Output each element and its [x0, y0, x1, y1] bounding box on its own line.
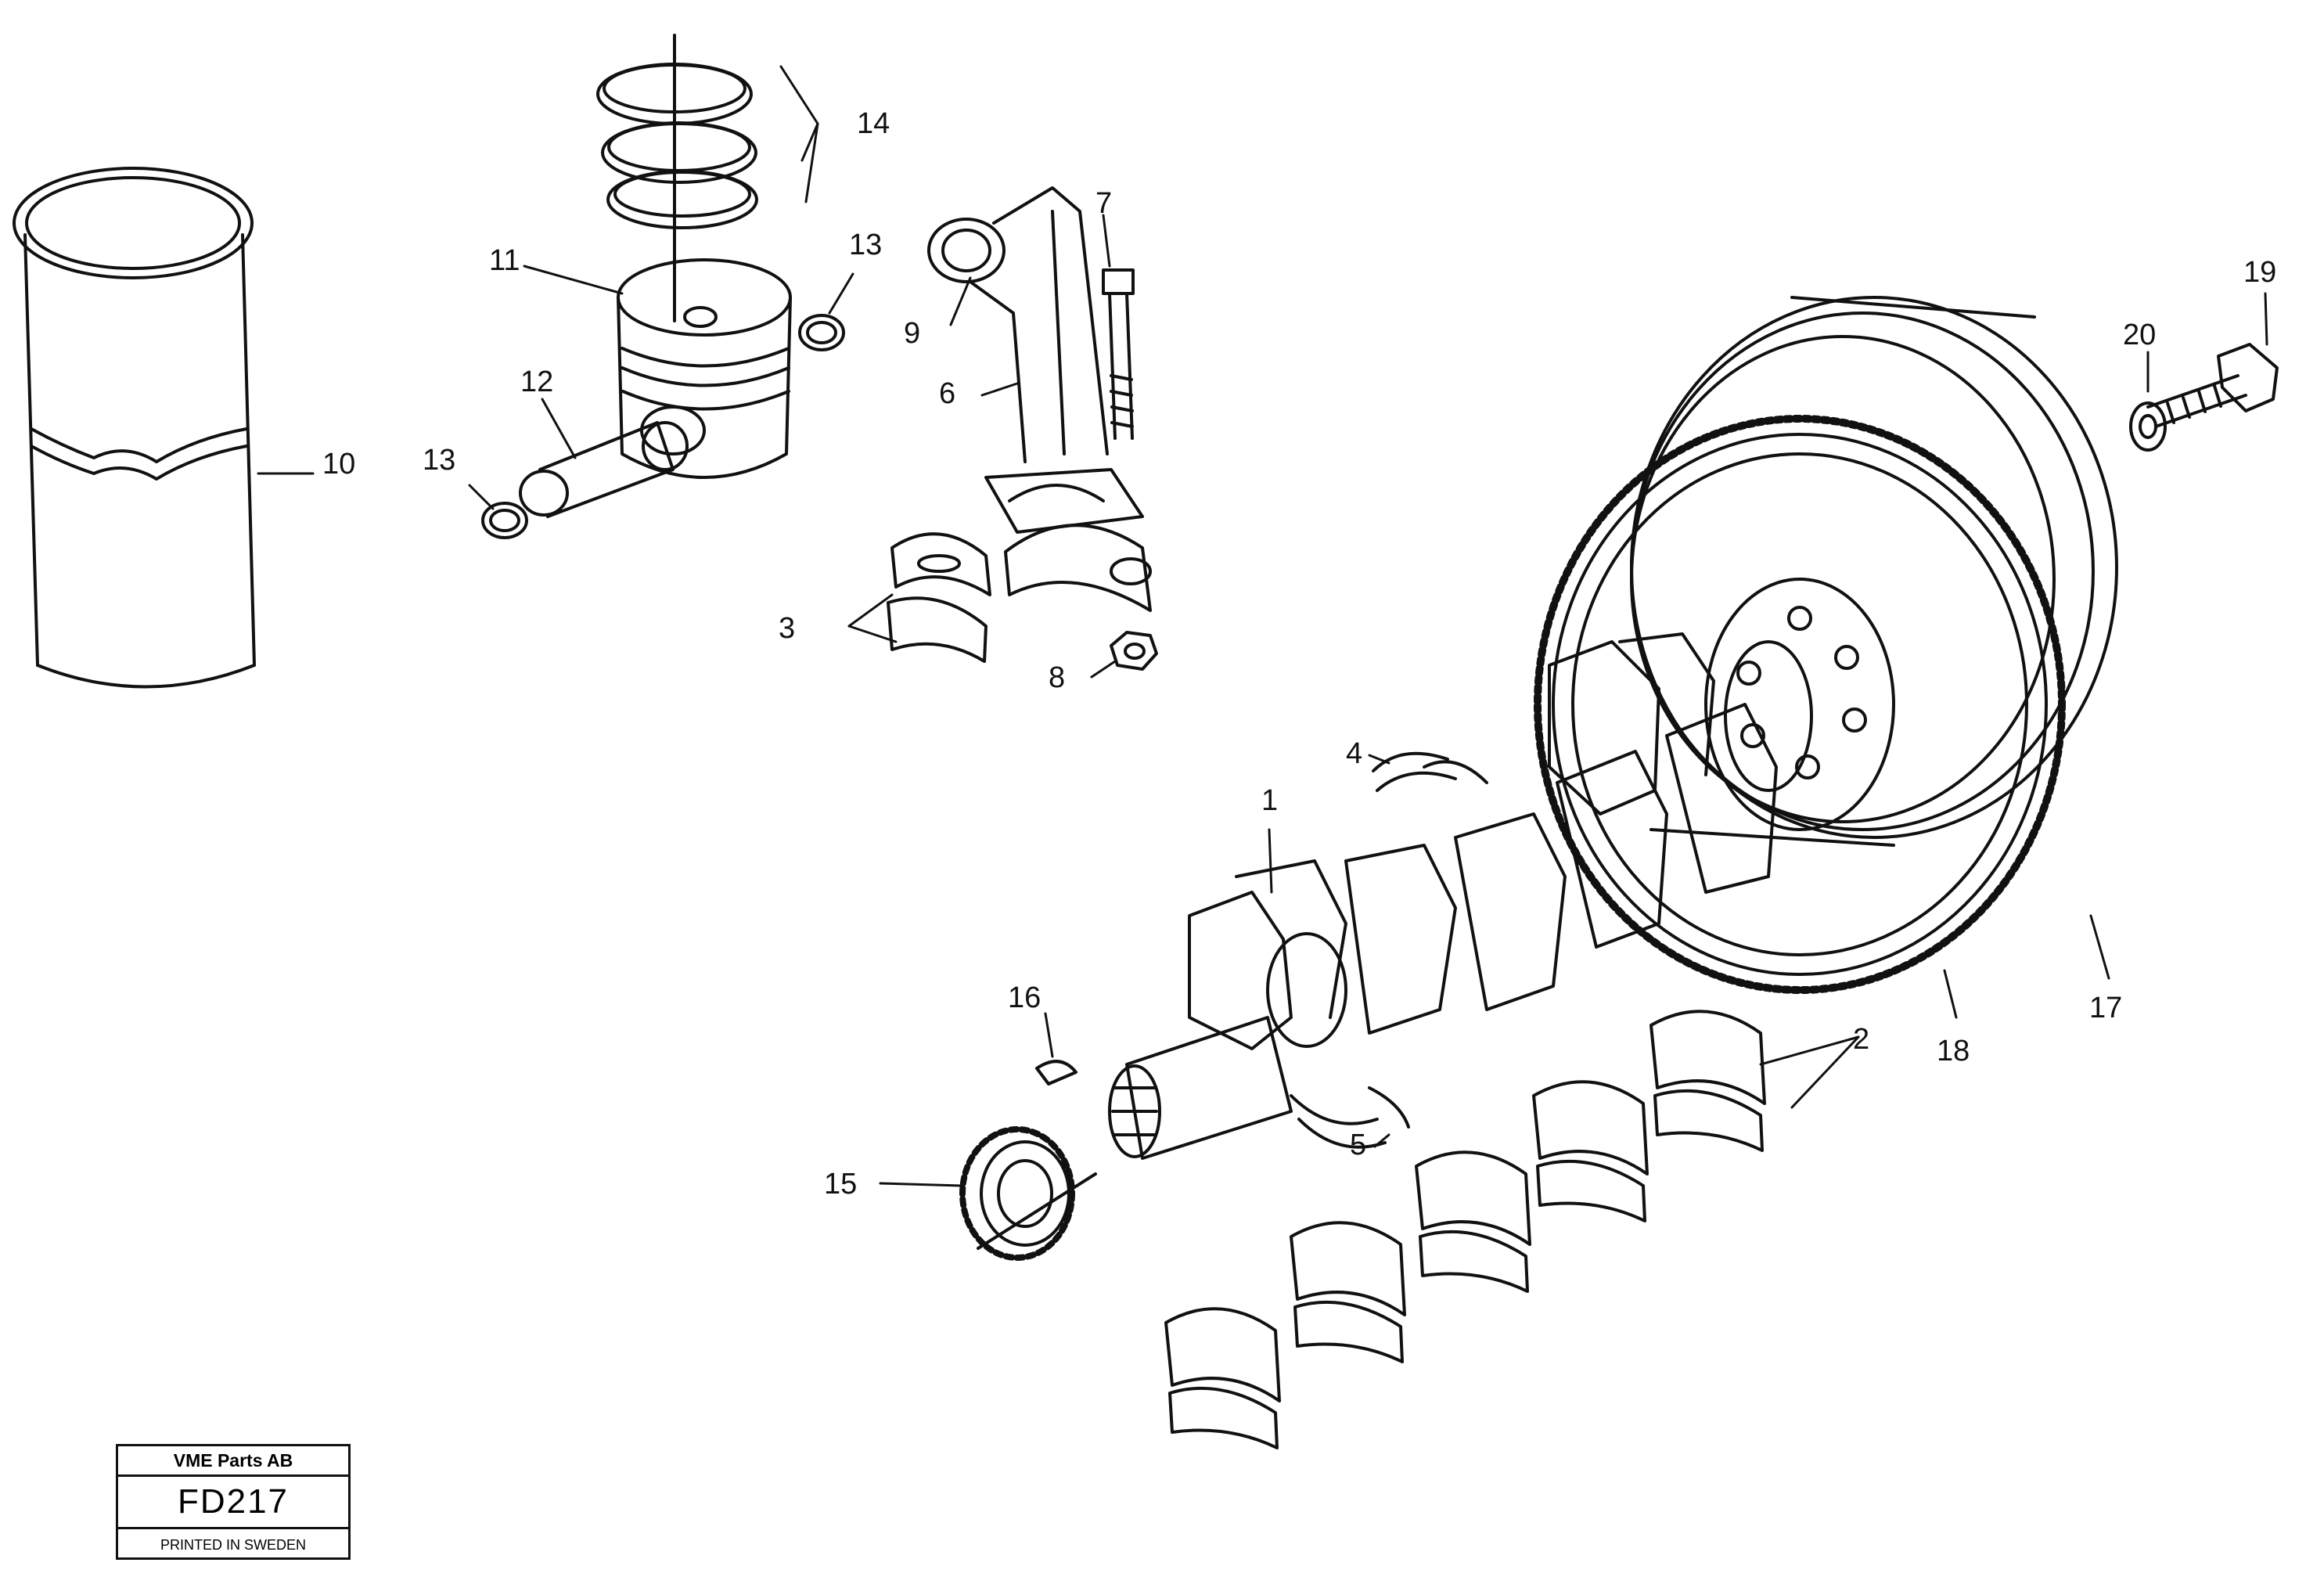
- circlips: [481, 314, 845, 539]
- cylinder-liner: [13, 167, 256, 689]
- label-part-13-lower: 13: [423, 444, 455, 477]
- label-part-20: 20: [2123, 319, 2156, 351]
- thrust-washers-upper: [1372, 751, 1488, 792]
- big-end-bearing-shells: [887, 532, 991, 663]
- leader-lines: [257, 65, 2268, 1187]
- piston: [617, 258, 792, 479]
- label-part-5: 5: [1350, 1129, 1366, 1161]
- flywheel: [1630, 296, 2118, 847]
- label-part-11: 11: [489, 244, 520, 277]
- label-part-19: 19: [2243, 256, 2276, 289]
- main-bearing-shells: [1164, 1010, 1766, 1449]
- printed-in-note: PRINTED IN SWEDEN: [160, 1537, 306, 1553]
- label-part-12: 12: [520, 365, 553, 398]
- label-part-9: 9: [904, 317, 920, 350]
- label-part-7: 7: [1095, 187, 1112, 220]
- crankshaft: [1108, 632, 1813, 1160]
- rod-cap: [1004, 524, 1152, 612]
- crank-gear: [959, 1126, 1097, 1261]
- label-part-2: 2: [1853, 1023, 1869, 1056]
- flywheel-washer: [2129, 401, 2167, 452]
- connecting-rod: [927, 186, 1144, 534]
- piston-rings: [596, 34, 758, 322]
- label-part-1: 1: [1261, 784, 1278, 817]
- label-part-8: 8: [1049, 661, 1065, 694]
- label-part-14: 14: [857, 107, 890, 140]
- piston-pin: [519, 421, 689, 518]
- woodruff-key: [1035, 1060, 1077, 1086]
- label-part-10: 10: [322, 448, 355, 481]
- label-part-4: 4: [1346, 737, 1362, 770]
- flywheel-bolt: [2146, 343, 2279, 428]
- label-part-3: 3: [779, 612, 795, 645]
- diagram-code: FD217: [118, 1477, 348, 1529]
- rod-nut: [1110, 631, 1158, 671]
- title-block: VME Parts AB FD217 PRINTED IN SWEDEN: [116, 1444, 351, 1560]
- rod-bolt: [1102, 268, 1135, 440]
- company-name: VME Parts AB: [118, 1446, 348, 1477]
- ring-gear: [1534, 415, 2066, 994]
- label-part-15: 15: [824, 1168, 857, 1201]
- label-part-18: 18: [1937, 1035, 1970, 1068]
- label-part-13-upper: 13: [849, 229, 882, 261]
- label-part-16: 16: [1008, 981, 1041, 1014]
- label-part-17: 17: [2089, 992, 2122, 1024]
- label-part-6: 6: [939, 377, 955, 410]
